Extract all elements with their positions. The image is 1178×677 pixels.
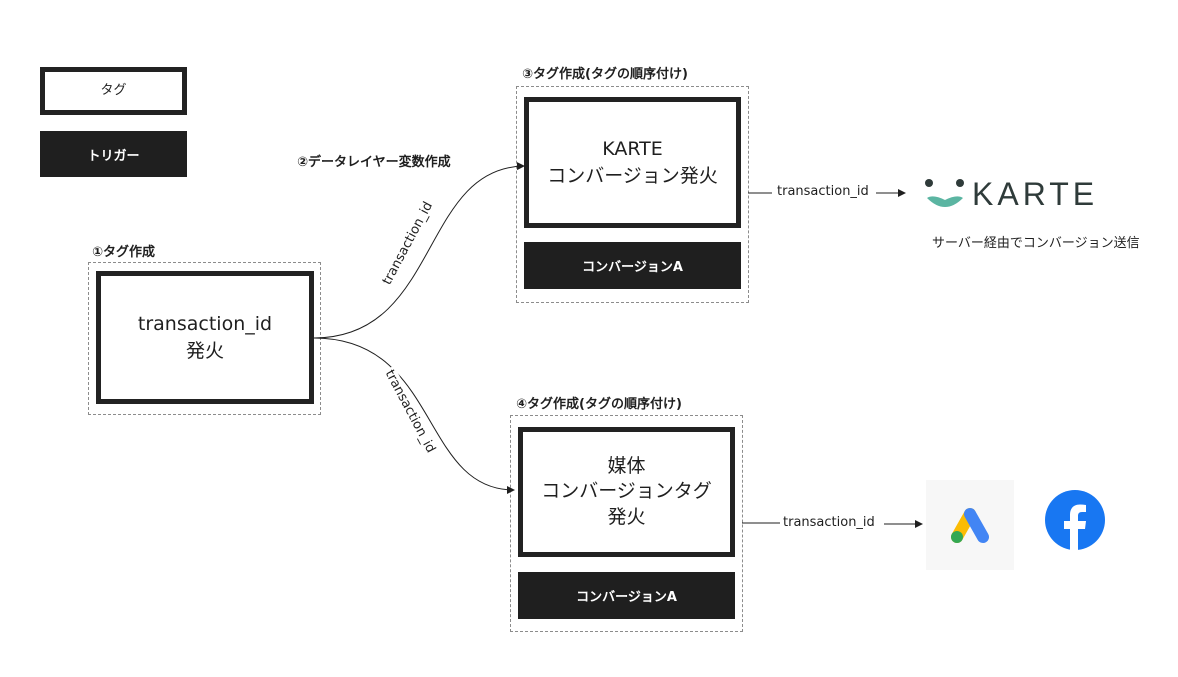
media-conversion-tag: 媒体 コンバージョンタグ 発火 bbox=[518, 427, 735, 557]
google-ads-icon bbox=[926, 480, 1014, 570]
legend-tag-label: タグ bbox=[100, 82, 127, 98]
step4-title: ④タグ作成(タグの順序付け) bbox=[516, 397, 682, 412]
karte-caption: サーバー経由でコンバージョン送信 bbox=[932, 236, 1140, 251]
legend-trigger-box: トリガー bbox=[40, 131, 187, 177]
edge-karte-label: transaction_id bbox=[775, 184, 871, 199]
edge-curve-upper bbox=[313, 162, 525, 339]
transaction-id-tag: transaction_id 発火 bbox=[96, 271, 314, 404]
facebook-icon bbox=[1044, 489, 1106, 551]
step3-trigger-label: コンバージョンA bbox=[582, 260, 683, 275]
step3-title: ③タグ作成(タグの順序付け) bbox=[522, 67, 688, 82]
step1-title: ①タグ作成 bbox=[92, 245, 156, 260]
karte-conversion-tag-text: KARTE コンバージョン発火 bbox=[547, 137, 718, 187]
karte-logo-text: KARTE bbox=[972, 176, 1099, 212]
karte-conversion-tag: KARTE コンバージョン発火 bbox=[524, 97, 741, 228]
step3-trigger: コンバージョンA bbox=[524, 242, 741, 289]
legend-tag-box: タグ bbox=[40, 67, 187, 115]
step4-trigger: コンバージョンA bbox=[518, 572, 735, 619]
step4-trigger-label: コンバージョンA bbox=[576, 590, 677, 605]
step3-group bbox=[516, 86, 749, 303]
transaction-id-tag-text: transaction_id 発火 bbox=[137, 312, 273, 362]
edge-media-label: transaction_id bbox=[781, 515, 877, 530]
step2-title: ②データレイヤー変数作成 bbox=[297, 155, 451, 170]
legend-trigger-label: トリガー bbox=[87, 148, 140, 164]
edge-curve-lower bbox=[313, 337, 515, 494]
karte-logo-icon bbox=[924, 178, 966, 214]
media-conversion-tag-text: 媒体 コンバージョンタグ 発火 bbox=[541, 454, 712, 528]
